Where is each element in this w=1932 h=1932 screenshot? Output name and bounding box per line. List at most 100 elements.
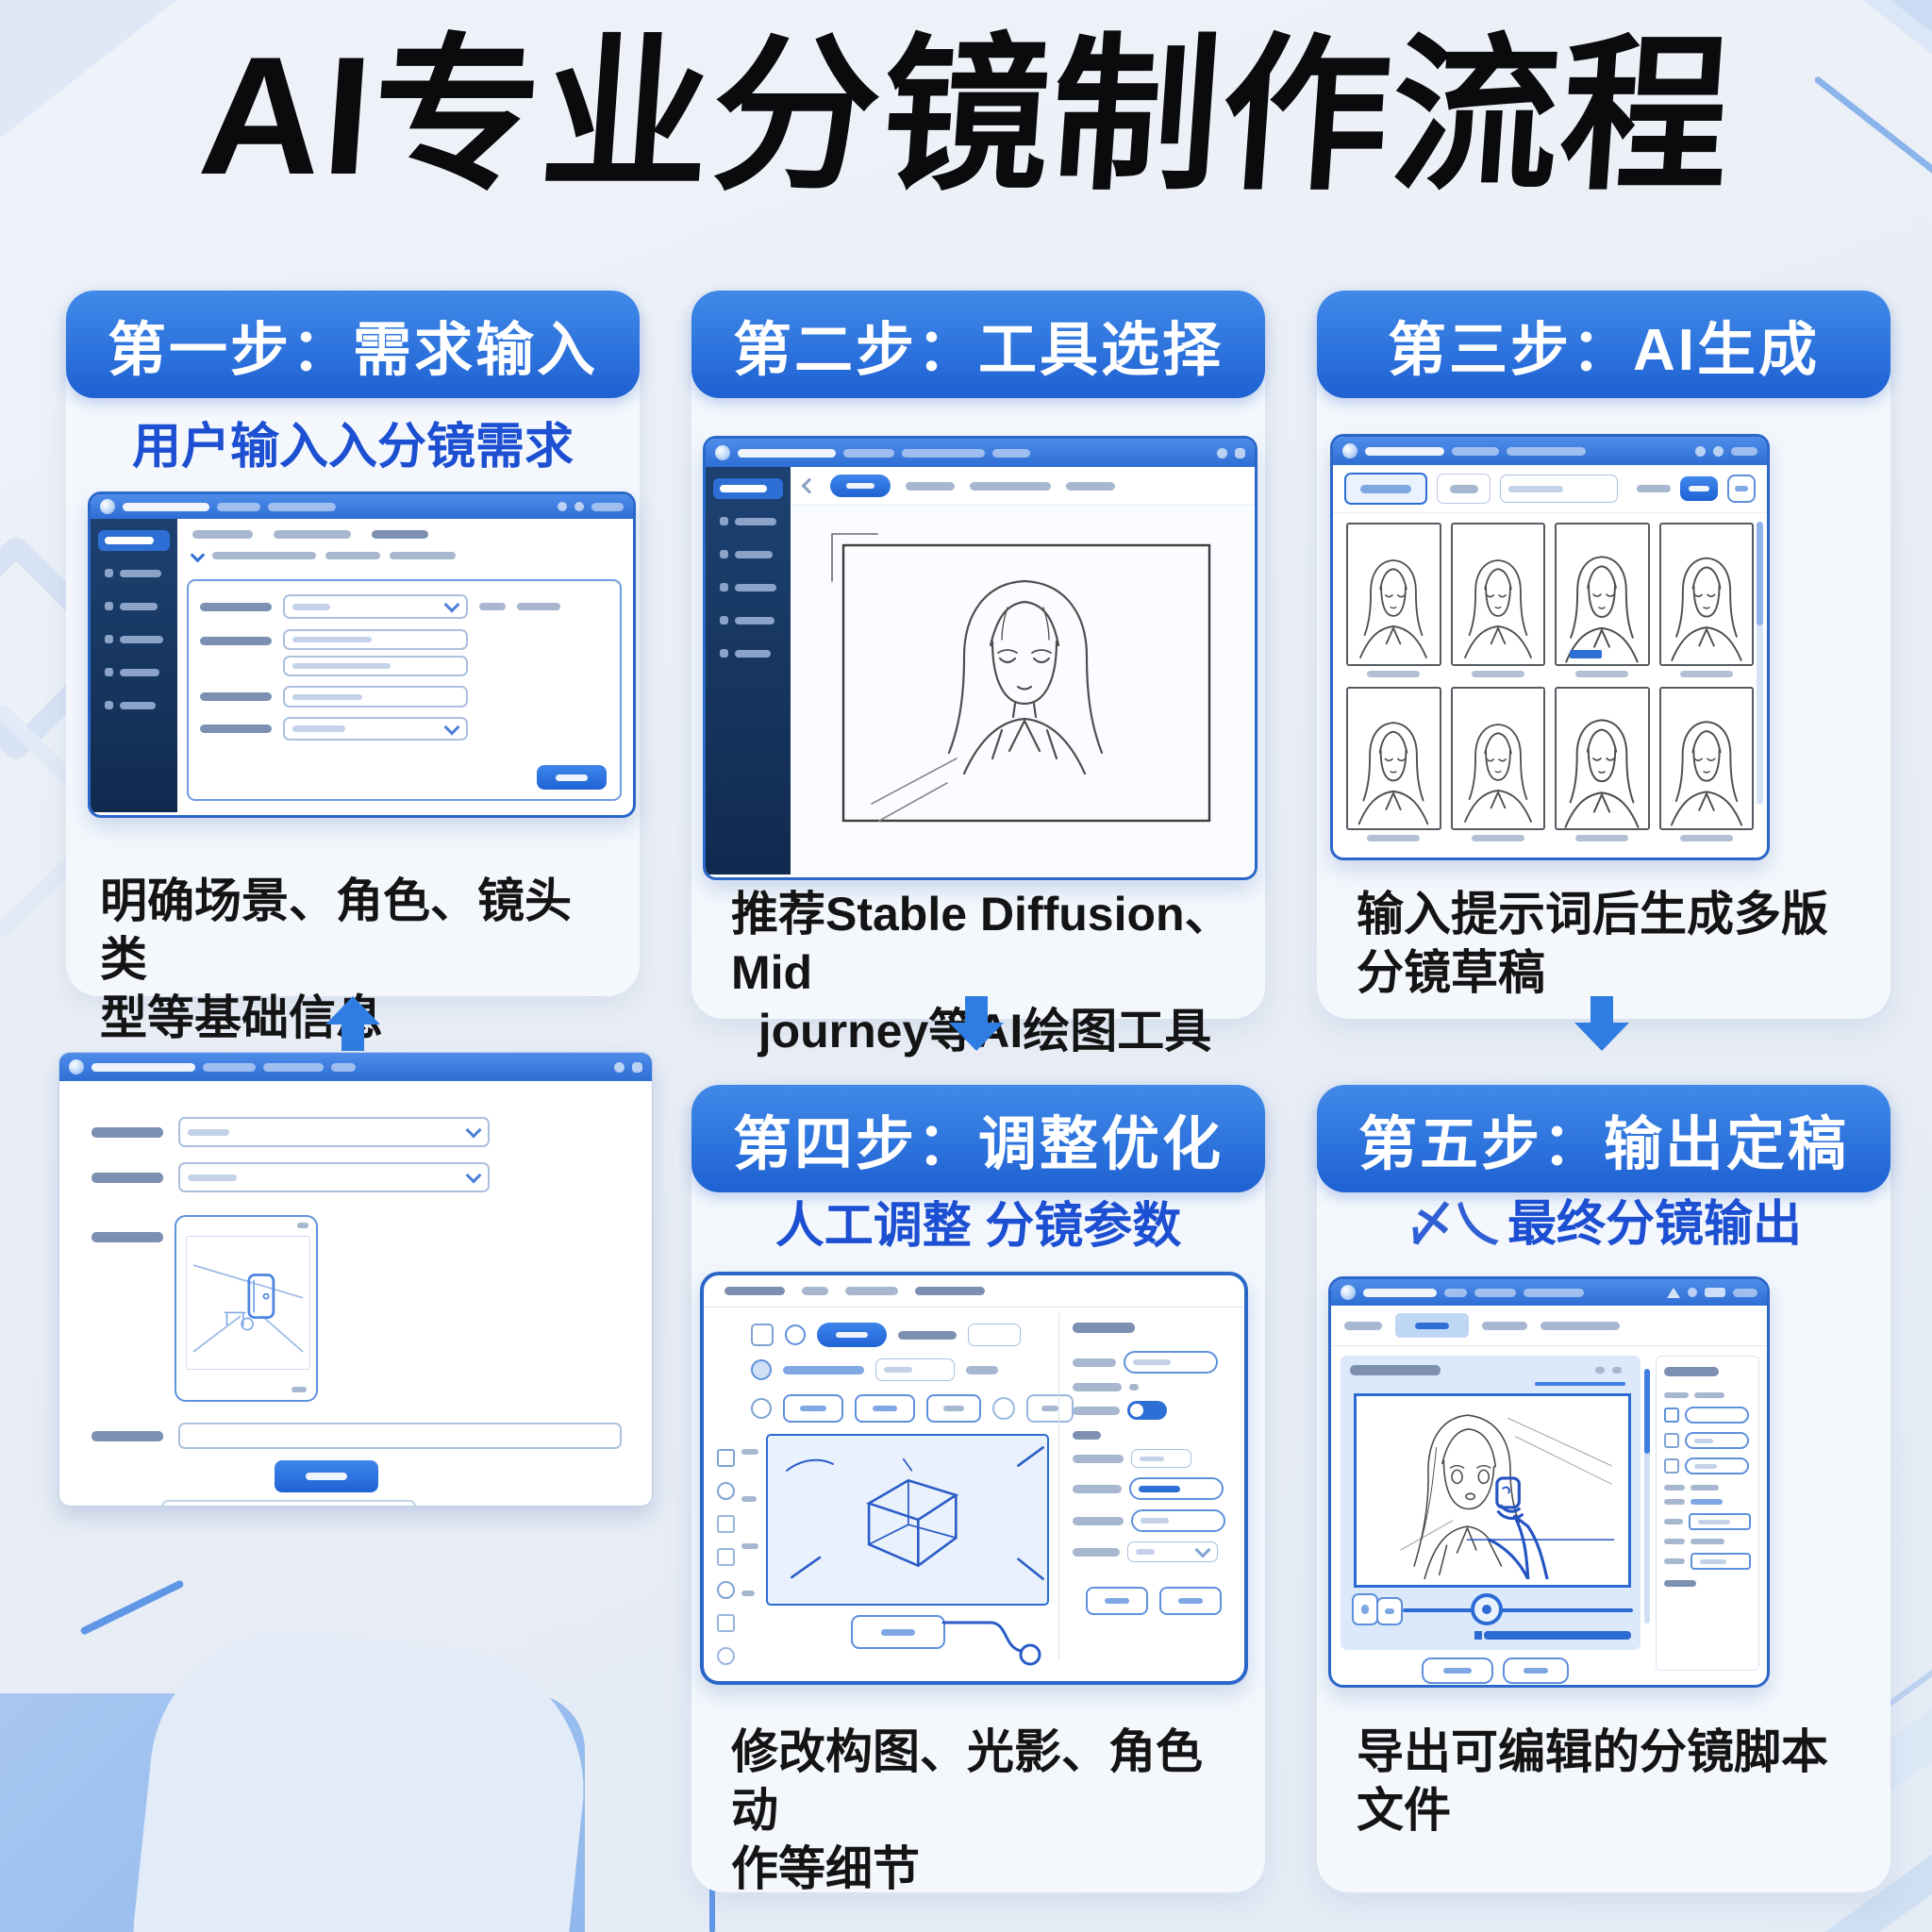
menu-placeholder: [1507, 446, 1586, 456]
menu-placeholder: [724, 1287, 785, 1295]
menu-placeholder: [902, 448, 985, 458]
confirm-button: [1503, 1657, 1569, 1684]
tool-icon: [717, 1515, 735, 1533]
tab-placeholder: [192, 530, 253, 539]
bell-icon: [614, 1061, 625, 1073]
mock-editor-body: [704, 1307, 1244, 1668]
menu-placeholder: [845, 1287, 898, 1295]
draft-thumb: [1346, 687, 1441, 841]
text-input: [283, 686, 468, 708]
stacked-inputs: [283, 629, 468, 676]
thumb-label-placeholder: [1575, 835, 1629, 841]
battery-placeholder: [1705, 1288, 1725, 1297]
mock-menubar: [704, 1275, 1244, 1307]
caption-line: 明确场景、角色、镜头类: [100, 874, 572, 986]
tab-placeholder: [970, 481, 1051, 491]
submit-button: [275, 1460, 378, 1492]
scrollbar-thumb: [1644, 1369, 1650, 1454]
step1-caption: 明确场景、角色、镜头类 型等基础信息: [100, 872, 613, 1047]
export-row: [1664, 1539, 1751, 1544]
blue-underline: [1535, 1382, 1625, 1386]
mock-tabbar: [177, 519, 633, 544]
page-title: AI专业分镜制作流程: [194, 22, 1738, 209]
step1-card: 第一步：需求输入 用户输入入分镜需求: [66, 291, 640, 1044]
row-icon: [1664, 1458, 1679, 1474]
mock-form-card: [187, 579, 622, 801]
chevron-down-icon: [465, 1167, 482, 1184]
mock-main: [791, 467, 1255, 874]
menu-placeholder: [331, 1062, 356, 1072]
text-input: [283, 629, 468, 650]
user-placeholder: [1731, 446, 1757, 456]
storyboard-girl-sketch: [831, 532, 1211, 822]
export-row: [1664, 1513, 1751, 1530]
user-placeholder: [591, 502, 624, 511]
mock-form-body: [59, 1081, 652, 1506]
slider-track: [1403, 1608, 1633, 1612]
search-input: [1500, 475, 1618, 503]
circle-icon: [751, 1359, 772, 1380]
prop-input: [1131, 1449, 1191, 1468]
export-input: [1685, 1457, 1749, 1474]
sidebar-item: [713, 543, 783, 565]
poly-icon: [785, 1324, 806, 1345]
app-title-placeholder: [738, 448, 836, 458]
panel-title-placeholder: [1664, 1367, 1719, 1376]
scrollbar-thumb: [1757, 522, 1763, 625]
caption-line: 推荐Stable Diffusion、Mid: [731, 888, 1232, 999]
step1-subtitle: 用户输入入分镜需求: [131, 420, 574, 475]
export-row: [1664, 1392, 1751, 1398]
small-input: [875, 1358, 955, 1381]
tool-icon: [717, 1548, 735, 1566]
chevron-down-icon: [1194, 1541, 1211, 1558]
form-row-select: [92, 1162, 490, 1192]
menu-placeholder: [1444, 1288, 1467, 1297]
mock-output-body: [1331, 1346, 1767, 1684]
back-chevron-icon: [801, 477, 818, 494]
select-field: [283, 717, 468, 741]
mock-titlebar: [1331, 1279, 1767, 1306]
up-arrow-icon: [325, 996, 380, 1051]
small-input: [968, 1324, 1021, 1346]
tick-placeholder: [741, 1496, 757, 1502]
menu-placeholder: [915, 1287, 985, 1295]
step5-card: 第五步：输出定稿 〆乀最终分镜输出: [1317, 1085, 1890, 1892]
field-label-placeholder: [92, 1172, 163, 1183]
tick-placeholder: [741, 1591, 755, 1596]
mock-titlebar: [1333, 437, 1767, 465]
corner-mark: [291, 1387, 307, 1392]
field-label-placeholder: [92, 1430, 163, 1441]
form-row-select2: [200, 717, 608, 741]
row-icon: [1664, 1433, 1679, 1448]
draft-thumb: [1555, 523, 1650, 677]
crumb-placeholder: [390, 551, 456, 559]
sidebar-item-active: [98, 530, 170, 551]
chevron-down-icon: [443, 719, 460, 735]
form-row-double: [200, 629, 608, 676]
app-title-placeholder: [1363, 1288, 1437, 1297]
tool-icon: [717, 1449, 735, 1467]
progress-lead-square: [1474, 1631, 1482, 1640]
tool-icon: [717, 1614, 735, 1632]
save-button: [1159, 1587, 1222, 1615]
mini-placeholder: [1612, 1367, 1622, 1374]
row-icon: [1664, 1407, 1679, 1423]
down-arrow-icon: [1574, 996, 1629, 1051]
tab-placeholder: [906, 481, 955, 491]
thumb-label-placeholder: [1679, 671, 1733, 677]
tab-placeholder: [1066, 481, 1115, 491]
bell-icon: [1217, 447, 1227, 458]
draft-thumb: [1346, 523, 1441, 677]
wireframe-box-sketch: [786, 1446, 1044, 1580]
settings-icon: [1235, 447, 1245, 458]
cancel-button: [1086, 1587, 1148, 1615]
label-placeholder: [783, 1365, 864, 1374]
sound-icon: [1713, 445, 1724, 457]
screenshot-adjust-editor: [700, 1272, 1248, 1685]
tool-button: [783, 1394, 843, 1423]
field-label-placeholder: [200, 724, 272, 733]
prop-row: [1073, 1383, 1233, 1391]
sidebar-item: [98, 628, 170, 650]
active-tab-pill: [830, 475, 891, 497]
